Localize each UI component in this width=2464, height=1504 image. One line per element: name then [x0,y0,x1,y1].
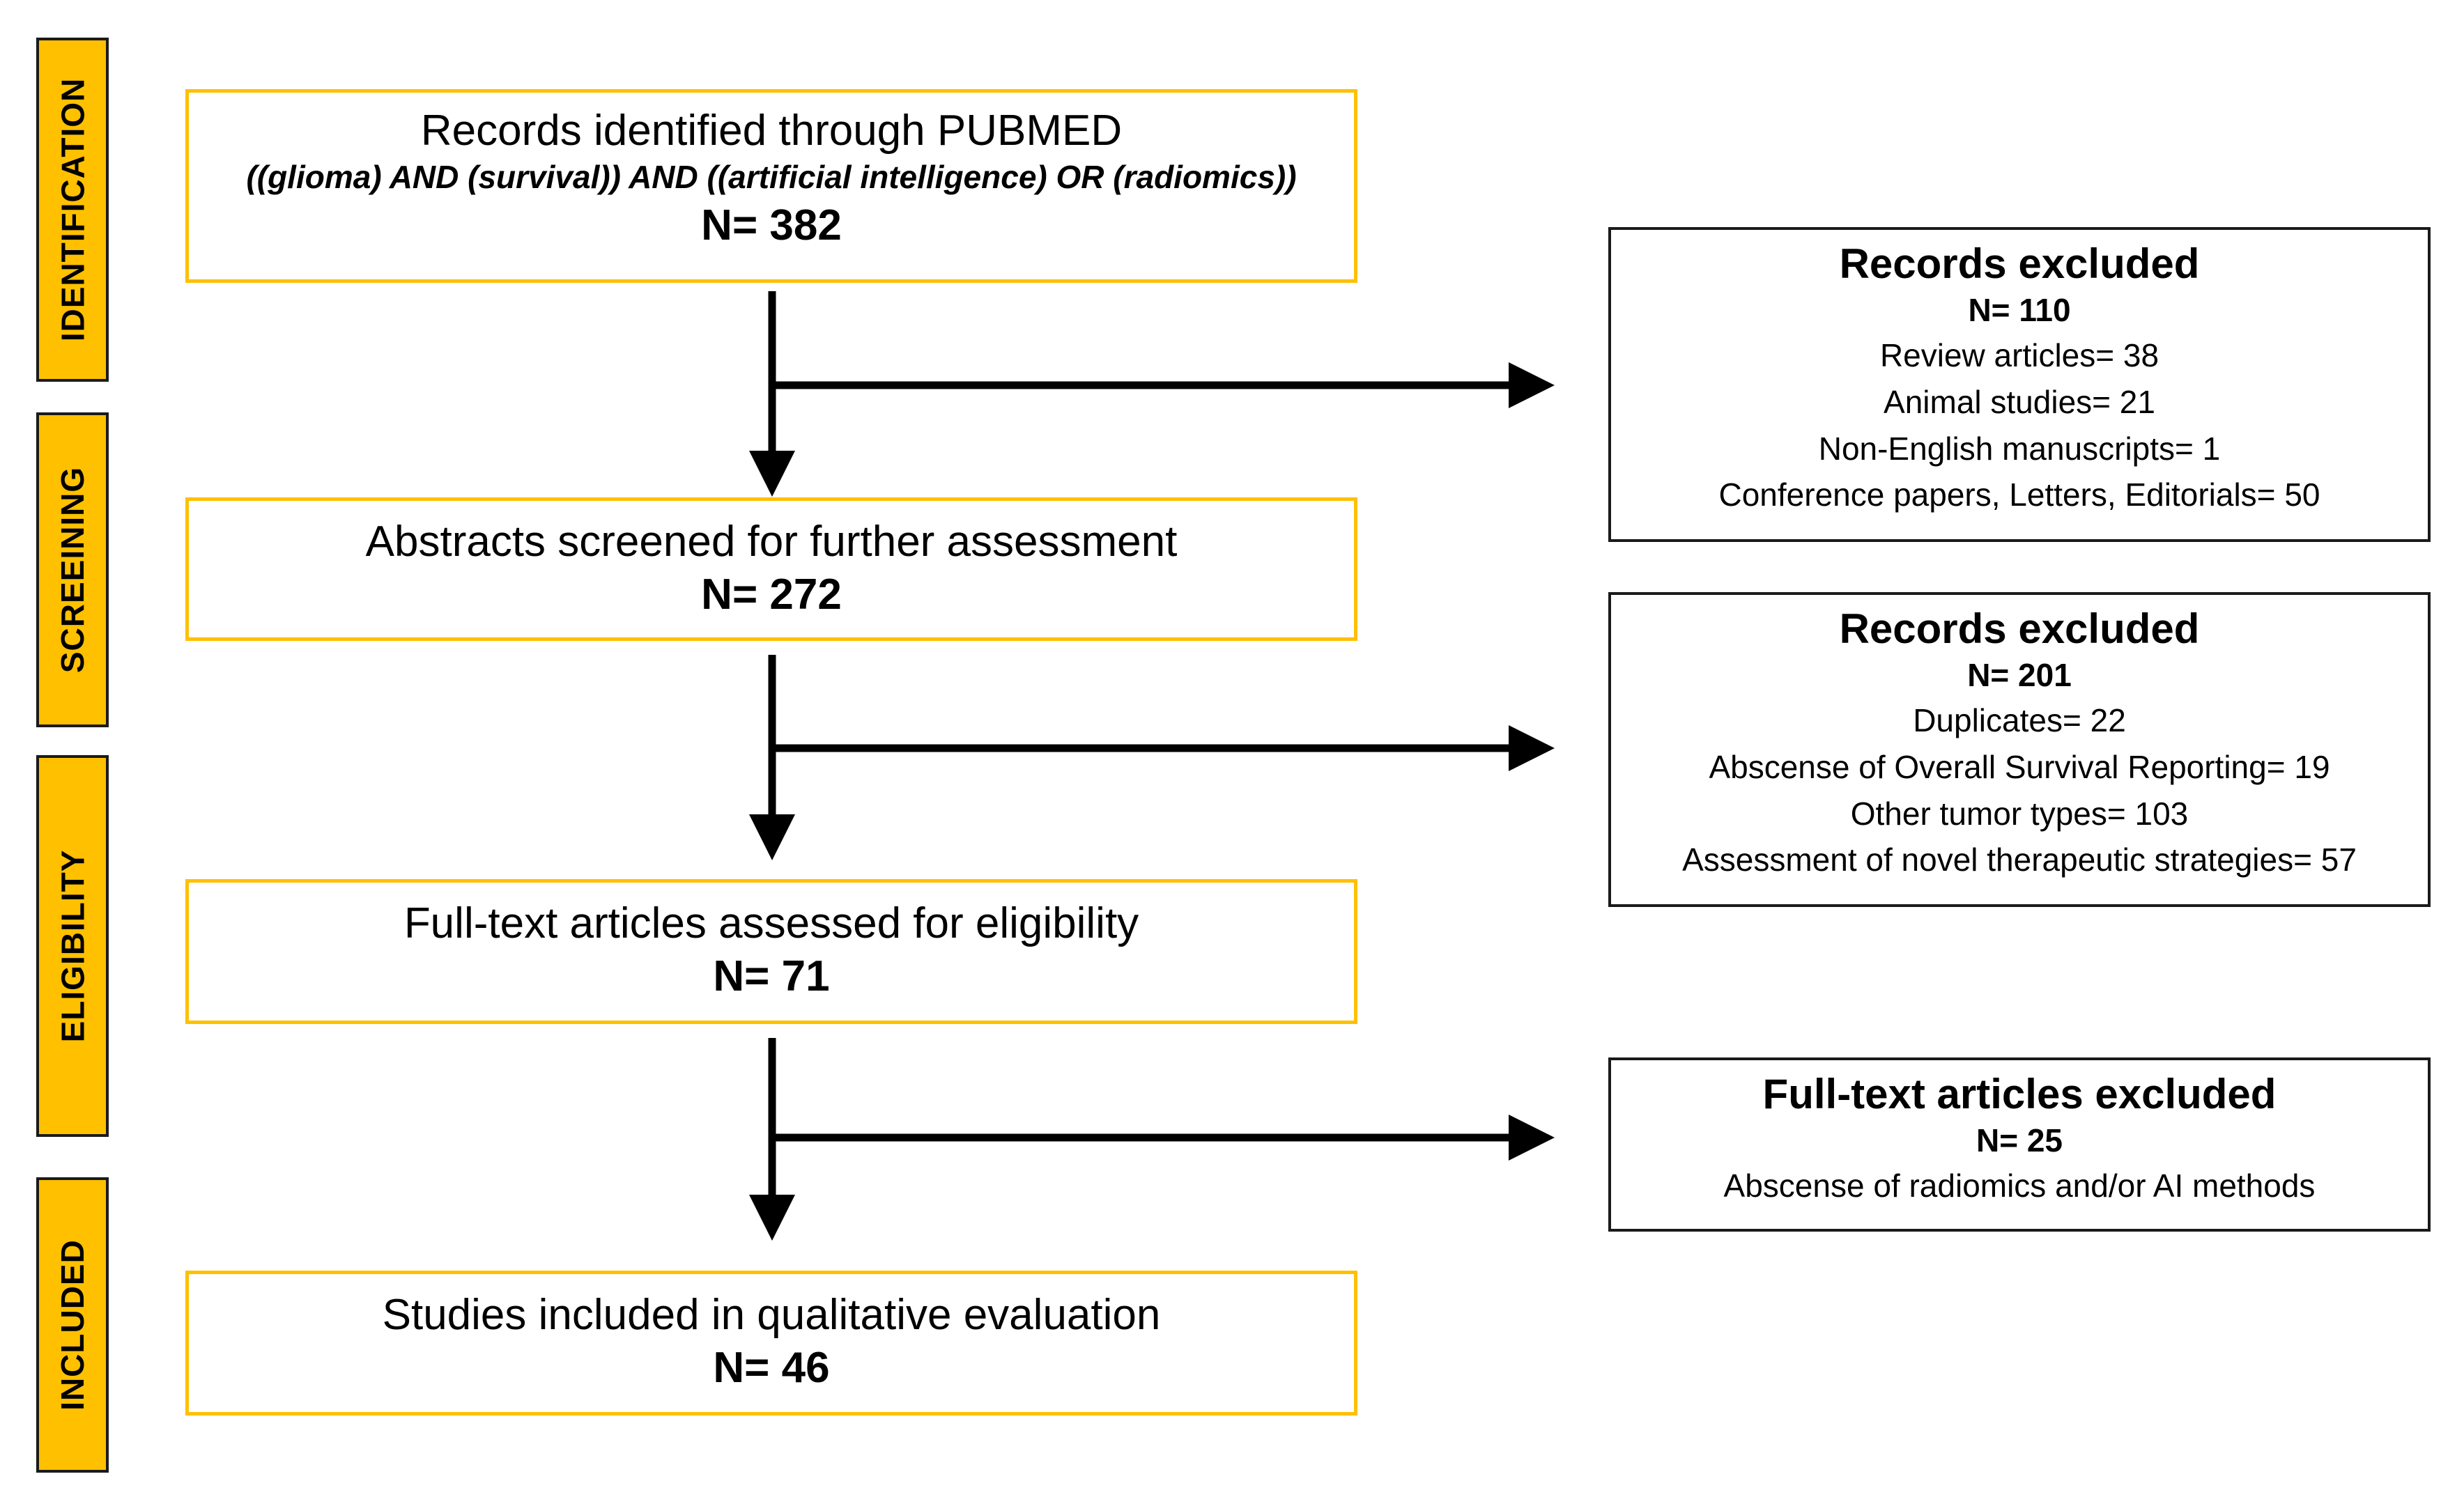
exclusion-3-count: N= 25 [1976,1122,2063,1158]
box-fulltext-assessed: Full-text articles assessed for eligibil… [185,879,1357,1024]
exclusion-3-title: Full-text articles excluded [1762,1071,2277,1117]
exclusion-1-title: Records excluded [1839,240,2200,287]
box-records-identified-count: N= 382 [701,201,842,250]
box-fulltext-assessed-count: N= 71 [713,952,830,1001]
exclusion-1-item: Conference papers, Letters, Editorials= … [1718,476,2320,513]
box-studies-included-title: Studies included in qualitative evaluati… [382,1291,1161,1339]
box-records-identified-title: Records identified through PUBMED [420,107,1123,155]
phase-label-screening: SCREEINING [36,412,109,727]
exclusion-1-item: Non-English manuscripts= 1 [1818,430,2221,467]
exclusion-1-item: Animal studies= 21 [1884,384,2155,421]
box-abstracts-screened: Abstracts screened for further assessmen… [185,497,1357,641]
exclusion-3-item: Abscense of radiomics and/or AI methods [1723,1168,2316,1204]
exclusion-2-item: Assessment of novel therapeutic strategi… [1682,842,2357,878]
exclusion-2-title: Records excluded [1839,605,2200,652]
exclusion-2-item: Duplicates= 22 [1913,702,2126,739]
box-exclusion-3: Full-text articles excluded N= 25 Abscen… [1608,1057,2431,1232]
phase-label-eligibility: ELIGIBILITY [36,755,109,1137]
box-abstracts-screened-title: Abstracts screened for further assessmen… [365,518,1178,566]
box-studies-included-count: N= 46 [713,1344,830,1393]
phase-label-identification: IDENTIFICATION [36,38,109,382]
phase-label-included: INCLUDED [36,1177,109,1473]
box-studies-included: Studies included in qualitative evaluati… [185,1271,1357,1416]
exclusion-2-count: N= 201 [1967,657,2072,693]
box-abstracts-screened-count: N= 272 [701,571,842,619]
box-records-identified-query: ((glioma) AND (survival)) AND ((artifici… [246,159,1297,196]
exclusion-2-item: Abscense of Overall Survival Reporting= … [1709,749,2330,786]
box-records-identified: Records identified through PUBMED ((glio… [185,89,1357,283]
box-exclusion-2: Records excluded N= 201 Duplicates= 22 A… [1608,592,2431,907]
box-fulltext-assessed-title: Full-text articles assessed for eligibil… [403,899,1139,947]
box-exclusion-1: Records excluded N= 110 Review articles=… [1608,227,2431,542]
exclusion-1-item: Review articles= 38 [1879,337,2159,374]
exclusion-1-count: N= 110 [1968,292,2071,328]
exclusion-2-item: Other tumor types= 103 [1850,795,2189,832]
